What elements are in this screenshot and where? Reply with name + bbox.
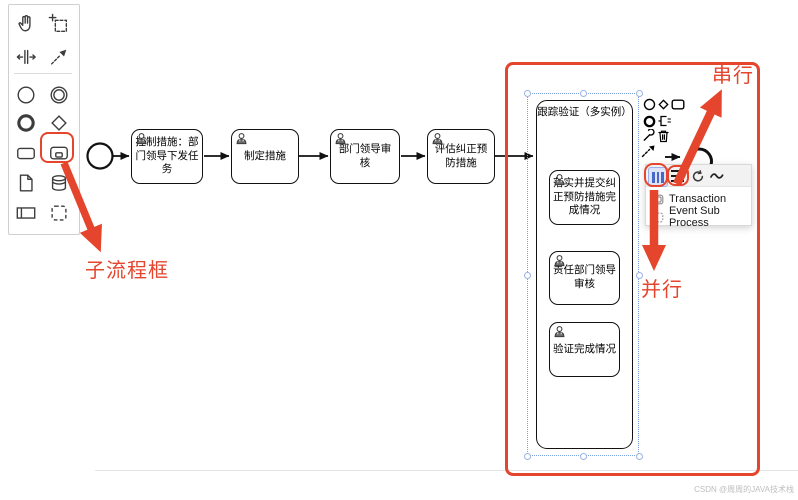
user-task-icon xyxy=(235,132,248,145)
task-leader-review[interactable]: 部门领导审核 xyxy=(330,129,400,184)
intermediate-event-icon[interactable] xyxy=(46,82,72,108)
subtask-verify-completion[interactable]: 验证完成情况 xyxy=(549,322,620,377)
palette-divider xyxy=(14,73,72,74)
append-end-event-icon[interactable] xyxy=(643,115,656,128)
selection-handle[interactable] xyxy=(636,453,643,460)
selection-handle[interactable] xyxy=(636,272,643,279)
start-event[interactable] xyxy=(86,142,114,170)
trash-icon[interactable] xyxy=(657,129,670,143)
task-make-measures[interactable]: 制定措施 xyxy=(231,129,299,184)
user-task-icon xyxy=(334,132,347,145)
task-label: 验证完成情况 xyxy=(553,342,616,355)
user-task-icon xyxy=(135,132,148,145)
subprocess-icon[interactable] xyxy=(46,140,72,166)
selection-handle[interactable] xyxy=(524,90,531,97)
task-label: 责任部门领导审核 xyxy=(553,264,616,290)
selection-handle[interactable] xyxy=(524,453,531,460)
start-event-icon[interactable] xyxy=(13,82,39,108)
task-icon[interactable] xyxy=(13,140,39,166)
task-evaluate-measures[interactable]: 评估纠正预防措施 xyxy=(427,129,495,184)
wrench-icon[interactable] xyxy=(642,129,655,142)
subprocess-title: 跟踪验证（多实例） xyxy=(537,106,632,118)
selection-handle[interactable] xyxy=(580,90,587,97)
annotation-label-serial: 串行 xyxy=(712,65,754,87)
selection-handle[interactable] xyxy=(524,272,531,279)
append-event-icon[interactable] xyxy=(643,98,656,111)
subtask-submit-measures[interactable]: 落实并提交纠正预防措施完成情况 xyxy=(549,170,620,225)
task-control-measures[interactable]: 控制措施：部门领导下发任务 xyxy=(131,129,203,184)
subtask-dept-leader-review[interactable]: 责任部门领导审核 xyxy=(549,251,620,305)
canvas-bottom-border xyxy=(95,470,798,471)
lasso-tool-icon[interactable] xyxy=(46,11,72,37)
global-connect-tool-icon[interactable] xyxy=(46,44,72,70)
hand-tool-icon[interactable] xyxy=(13,11,39,37)
text-annotation-icon[interactable] xyxy=(658,114,672,128)
watermark: CSDN @周周的JAVA技术栈 xyxy=(694,485,794,494)
group-icon[interactable] xyxy=(46,200,72,226)
annotation-label-parallel: 并行 xyxy=(641,279,683,301)
task-label: 制定措施 xyxy=(244,149,286,162)
task-label: 落实并提交纠正预防措施完成情况 xyxy=(553,177,616,217)
popup-item-event-sub-process[interactable]: Event Sub Process xyxy=(646,205,751,229)
end-event-icon[interactable] xyxy=(13,110,39,136)
popup-item-label: Transaction xyxy=(669,193,727,205)
annotation-ring-sequential xyxy=(667,165,689,186)
annotation-ring-palette-subprocess xyxy=(40,132,74,163)
selection-handle[interactable] xyxy=(636,90,643,97)
participant-icon[interactable] xyxy=(13,200,39,226)
selection-handle[interactable] xyxy=(580,453,587,460)
gateway-icon[interactable] xyxy=(46,110,72,136)
space-tool-icon[interactable] xyxy=(13,44,39,70)
data-store-icon[interactable] xyxy=(46,170,72,196)
palette xyxy=(8,4,80,235)
annotation-label-subprocess: 子流程框 xyxy=(85,260,169,282)
annotation-ring-parallel xyxy=(644,163,668,187)
task-label: 控制措施：部门领导下发任务 xyxy=(135,136,199,176)
connect-icon[interactable] xyxy=(641,145,656,158)
append-gateway-icon[interactable] xyxy=(657,98,670,111)
user-task-icon xyxy=(431,132,444,145)
task-label: 评估纠正预防措施 xyxy=(434,142,488,169)
popup-item-label: Event Sub Process xyxy=(669,205,720,229)
task-label: 部门领导审核 xyxy=(338,142,392,169)
data-object-icon[interactable] xyxy=(13,170,39,196)
annotation-highlight-box xyxy=(505,62,760,476)
